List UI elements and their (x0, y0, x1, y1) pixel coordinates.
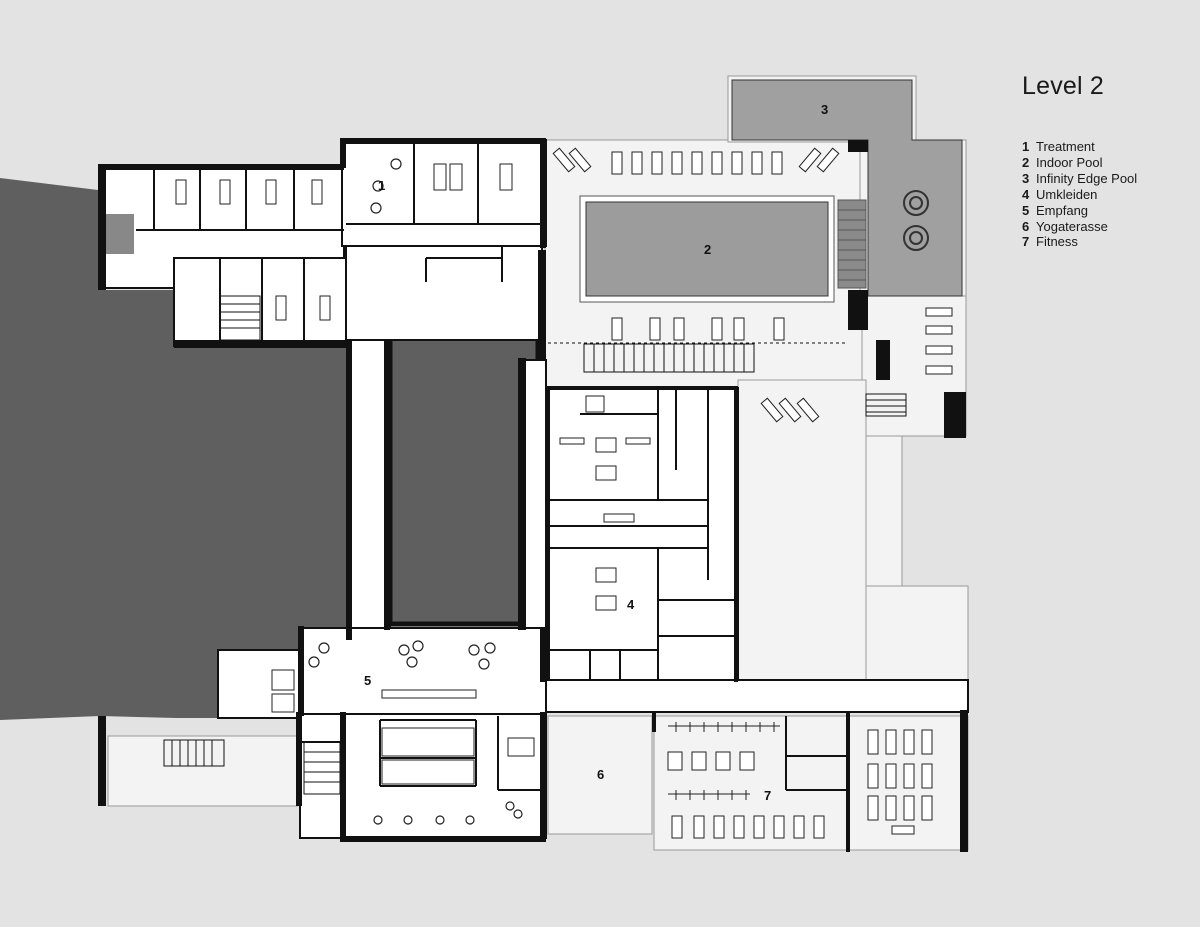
indoor-pool-water (585, 201, 829, 297)
legend-label: Infinity Edge Pool (1036, 170, 1138, 186)
jacuzzi-icons (903, 190, 929, 251)
label-empfang: 5 (364, 673, 371, 688)
legend-number: 1 (1022, 139, 1030, 154)
legend-item: 5 Empfang (1022, 203, 1137, 219)
legend-label: Empfang (1036, 202, 1089, 218)
stairs (163, 295, 907, 795)
legend-item: 2 Indoor Pool (1022, 155, 1137, 171)
fitness-equipment (668, 722, 780, 800)
legend-number: 5 (1022, 202, 1030, 218)
legend-number: 2 (1022, 154, 1030, 170)
legend-item: 7 Fitness (1022, 234, 1137, 250)
label-indoor-pool: 2 (704, 242, 711, 257)
walls (98, 138, 968, 852)
label-infinity-pool: 3 (821, 102, 828, 117)
partitions (136, 144, 846, 791)
diagonal-loungers (552, 147, 840, 423)
legend-number: 6 (1022, 218, 1030, 234)
label-treatment: 1 (378, 178, 385, 193)
legend-label: Indoor Pool (1036, 154, 1103, 170)
legend-item: 1 Treatment (1022, 139, 1137, 155)
label-umkleiden: 4 (627, 597, 635, 612)
label-fitness: 7 (764, 788, 771, 803)
level-title: Level 2 (1022, 72, 1105, 100)
furniture (175, 151, 953, 839)
pool-stairs (837, 199, 867, 289)
label-yogaterasse: 6 (597, 767, 604, 782)
legend-label: Umkleiden (1036, 186, 1098, 202)
legend-item: 4 Umkleiden (1022, 187, 1137, 203)
legend-label: Treatment (1036, 139, 1095, 154)
legend-label: Yogaterasse (1036, 218, 1108, 234)
lounge-chairs (308, 158, 523, 825)
legend: 1 Treatment 2 Indoor Pool 3 Infinity Edge P… (1022, 139, 1137, 250)
legend-number: 3 (1022, 170, 1030, 186)
legend-number: 7 (1022, 234, 1030, 250)
legend-item: 3 Infinity Edge Pool (1022, 171, 1137, 187)
legend-number: 4 (1022, 186, 1030, 202)
existing-building (0, 178, 348, 720)
legend-label: Fitness (1036, 234, 1078, 250)
legend-item: 6 Yogaterasse (1022, 219, 1137, 235)
